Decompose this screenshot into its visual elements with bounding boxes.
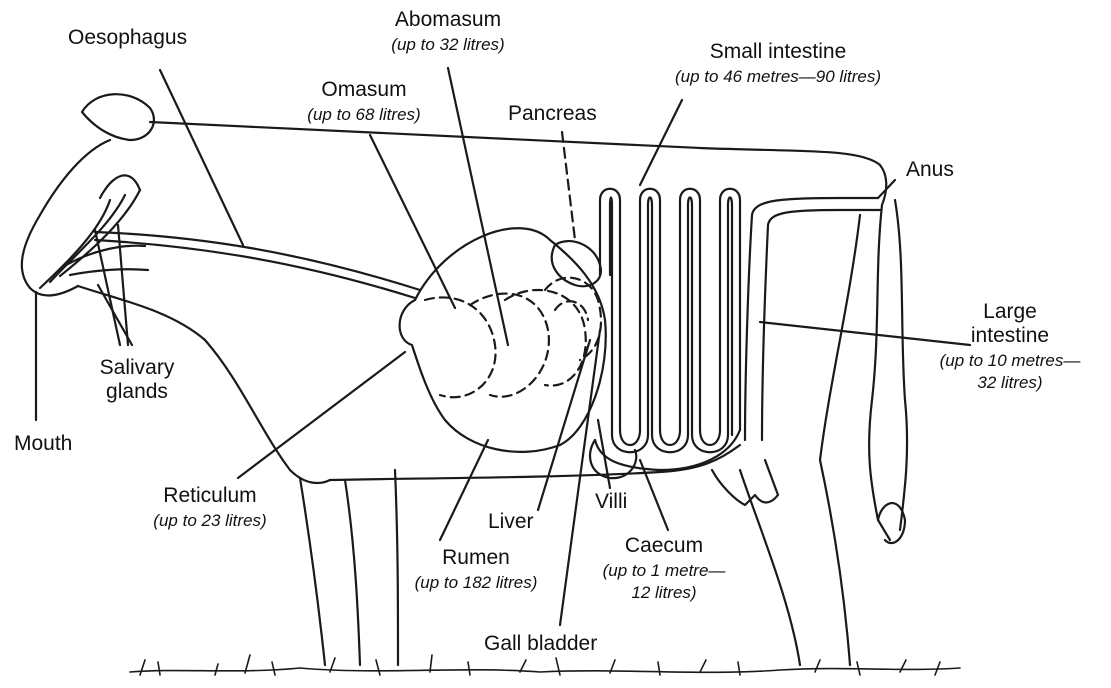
omasum-capacity: (up to 68 litres) xyxy=(307,105,420,125)
rumen-capacity: (up to 182 litres) xyxy=(415,573,538,593)
salivary-glands-label-line1: Salivary xyxy=(100,356,175,380)
label-villi: Villi xyxy=(595,490,627,514)
anus-label: Anus xyxy=(906,158,954,181)
omasum-label: Omasum xyxy=(321,78,406,101)
reticulum-label: Reticulum xyxy=(163,484,256,507)
label-liver: Liver xyxy=(488,510,534,534)
label-large-intestine: Large intestine (up to 10 metres— 32 lit… xyxy=(940,300,1081,392)
label-pancreas: Pancreas xyxy=(508,102,597,126)
oesophagus-label: Oesophagus xyxy=(68,26,187,49)
caecum-capacity-line2: 12 litres) xyxy=(603,583,726,603)
label-omasum: Omasum (up to 68 litres) xyxy=(307,78,420,125)
abomasum-capacity: (up to 32 litres) xyxy=(391,35,504,55)
caecum-capacity-line1: (up to 1 metre— xyxy=(603,561,726,581)
large-intestine-label-line1: Large xyxy=(940,300,1081,324)
ground-grass xyxy=(130,655,960,675)
large-intestine-capacity-line2: 32 litres) xyxy=(940,373,1081,393)
label-caecum: Caecum (up to 1 metre— 12 litres) xyxy=(603,534,726,602)
abomasum-label: Abomasum xyxy=(395,8,501,31)
label-gall-bladder: Gall bladder xyxy=(484,632,597,656)
label-small-intestine: Small intestine (up to 46 metres—90 litr… xyxy=(675,40,881,87)
label-rumen: Rumen (up to 182 litres) xyxy=(415,546,538,593)
small-intestine-capacity: (up to 46 metres—90 litres) xyxy=(675,67,881,87)
label-oesophagus: Oesophagus xyxy=(68,26,187,50)
villi-label: Villi xyxy=(595,490,627,513)
rumen-label: Rumen xyxy=(442,546,510,569)
label-abomasum: Abomasum (up to 32 litres) xyxy=(391,8,504,55)
pointer-lines xyxy=(238,68,610,625)
caecum-label: Caecum xyxy=(625,534,703,557)
stomach-drawing xyxy=(400,132,606,452)
label-salivary-glands: Salivary glands xyxy=(100,356,175,404)
liver-label: Liver xyxy=(488,510,534,533)
mouth-label: Mouth xyxy=(14,432,72,455)
gall-bladder-label: Gall bladder xyxy=(484,632,597,655)
large-intestine-capacity-line1: (up to 10 metres— xyxy=(940,351,1081,371)
salivary-glands-label-line2: glands xyxy=(100,380,175,404)
reticulum-capacity: (up to 23 litres) xyxy=(153,511,266,531)
small-intestine-drawing xyxy=(600,100,740,452)
label-reticulum: Reticulum (up to 23 litres) xyxy=(153,484,266,531)
pancreas-label: Pancreas xyxy=(508,102,597,125)
large-intestine-label-line2: intestine xyxy=(940,324,1081,348)
label-mouth: Mouth xyxy=(14,432,72,456)
small-intestine-label: Small intestine xyxy=(710,40,847,63)
label-anus: Anus xyxy=(906,158,954,182)
